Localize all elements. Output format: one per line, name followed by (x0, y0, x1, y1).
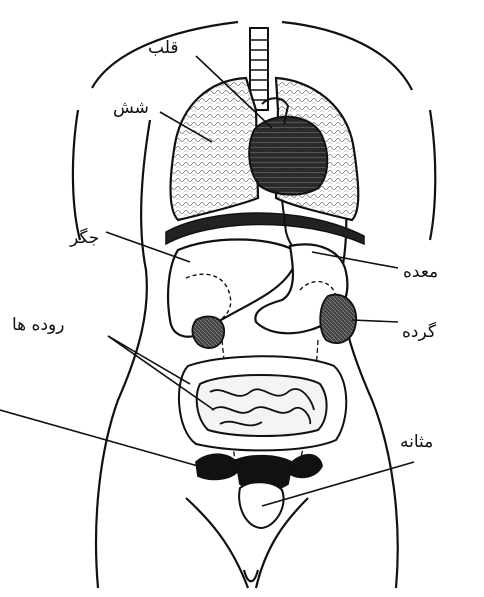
kidney-left (192, 316, 224, 348)
leader-ovary (0, 410, 198, 466)
label-intestines: روده ها (12, 315, 64, 335)
leader-intestine-1 (108, 336, 190, 384)
label-stomach: معده (403, 262, 438, 282)
bladder (239, 482, 283, 528)
label-liver: جگر (70, 228, 99, 248)
label-lung: شش (113, 98, 149, 118)
label-bladder: مثانه (400, 432, 433, 452)
label-heart: قلب (148, 38, 178, 58)
diaphragm (166, 213, 364, 244)
label-kidney: گرده (402, 322, 436, 342)
leader-kidney (352, 320, 398, 322)
kidney-right (320, 295, 356, 344)
